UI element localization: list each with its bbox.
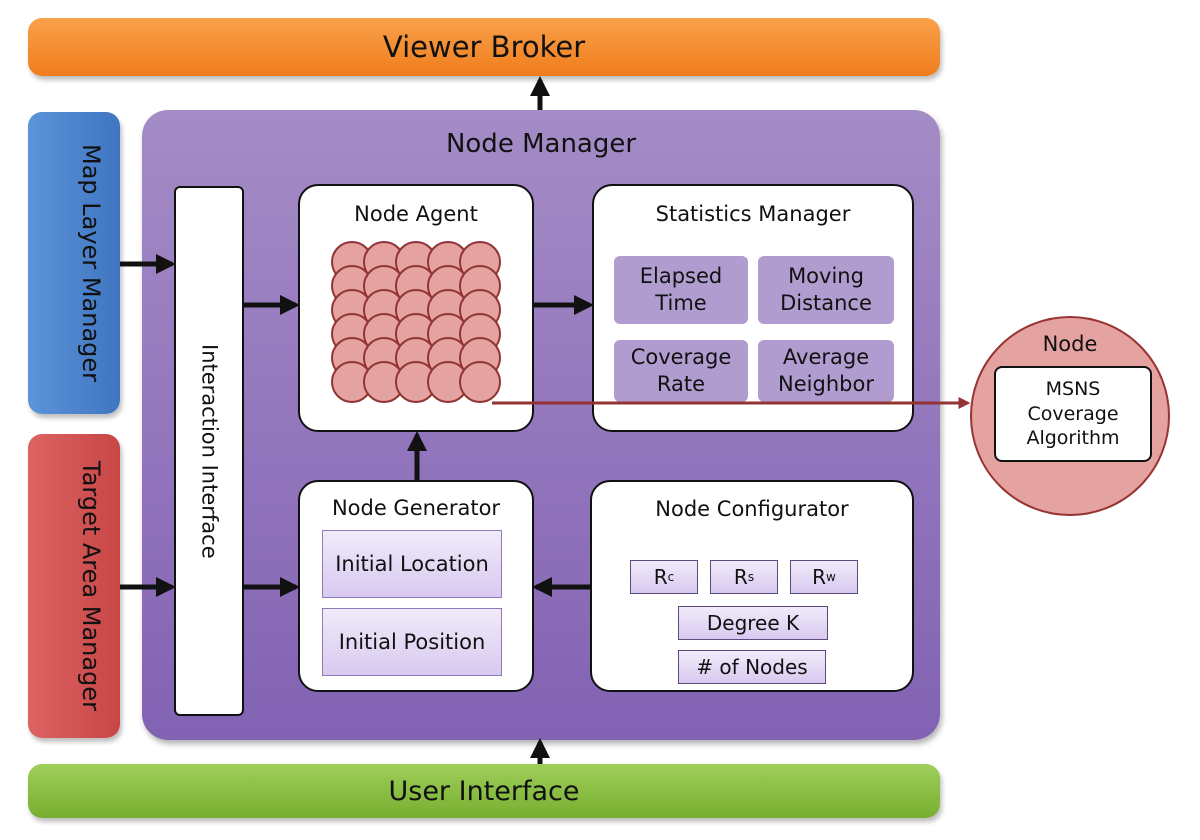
node-cluster-graphic (331, 241, 501, 403)
degree-k-item: Degree K (678, 606, 828, 640)
viewer-broker-block: Viewer Broker (28, 18, 940, 76)
statistics-manager-title: Statistics Manager (655, 202, 851, 226)
node-cluster-circle (459, 361, 501, 403)
node-agent-box: Node Agent (298, 184, 534, 432)
node-title: Node (1042, 332, 1098, 356)
interaction-interface-label: Interaction Interface (197, 343, 222, 559)
node-configurator-title: Node Configurator (655, 497, 849, 521)
node-generator-box: Node Generator Initial Location Initial … (298, 480, 534, 692)
msns-algorithm-label: MSNS Coverage Algorithm (1026, 377, 1120, 450)
param-rs-symbol: R (733, 565, 748, 589)
stat-moving-distance: Moving Distance (758, 256, 894, 324)
param-rs-subscript: s (747, 570, 755, 584)
param-rw-symbol: R (812, 565, 827, 589)
stat-average-neighbor: Average Neighbor (758, 340, 894, 402)
node-agent-title: Node Agent (354, 202, 478, 226)
user-interface-label: User Interface (388, 775, 580, 807)
map-layer-manager-label: Map Layer Manager (77, 143, 105, 383)
stat-coverage-rate: Coverage Rate (614, 340, 748, 402)
param-rc-symbol: R (653, 565, 668, 589)
target-area-manager-block: Target Area Manager (28, 434, 120, 738)
msns-algorithm-box: MSNS Coverage Algorithm (994, 366, 1152, 462)
statistics-manager-box: Statistics Manager Elapsed Time Moving D… (592, 184, 914, 432)
node-manager-title: Node Manager (445, 129, 637, 159)
interaction-interface-block: Interaction Interface (174, 186, 244, 716)
node-generator-title: Node Generator (331, 496, 501, 520)
target-area-manager-label: Target Area Manager (77, 461, 105, 711)
param-rc-subscript: c (667, 570, 675, 584)
node-count-item: # of Nodes (678, 650, 826, 684)
initial-location-item: Initial Location (322, 530, 502, 598)
map-layer-manager-block: Map Layer Manager (28, 112, 120, 414)
user-interface-block: User Interface (28, 764, 940, 818)
param-rw-subscript: w (826, 570, 836, 584)
stat-elapsed-time: Elapsed Time (614, 256, 748, 324)
viewer-broker-label: Viewer Broker (382, 30, 586, 64)
initial-position-item: Initial Position (322, 608, 502, 676)
